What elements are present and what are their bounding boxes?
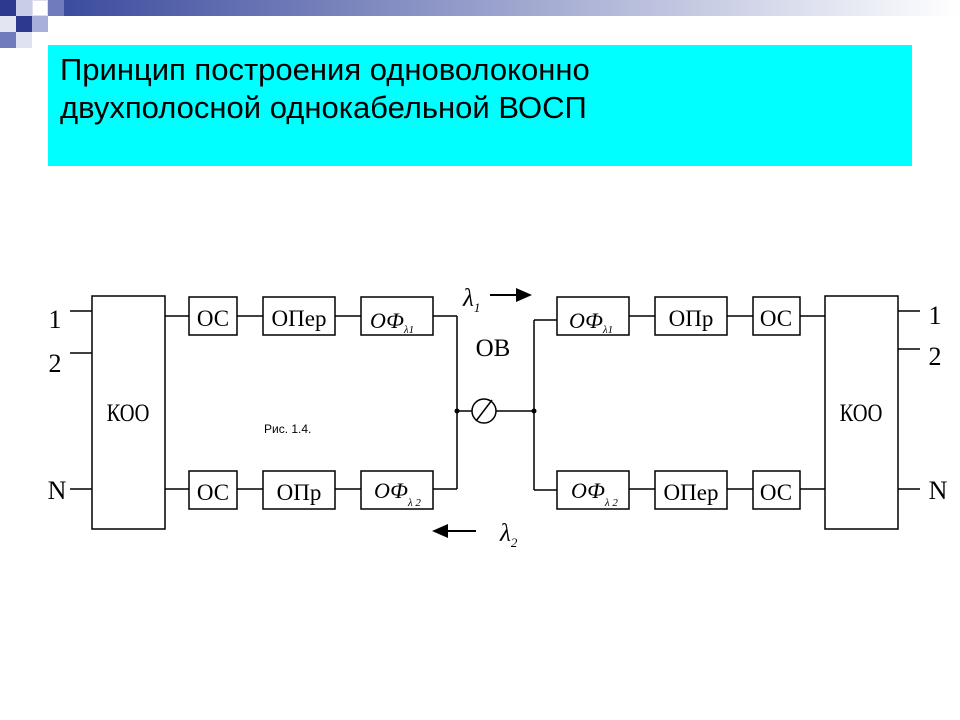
- left-top-os-block: [188, 296, 238, 336]
- right-bottom-oper-block: [654, 470, 728, 510]
- decor-square: [48, 0, 64, 16]
- right-bottom-oper-label: ОПер: [664, 480, 719, 505]
- decor-square: [0, 32, 16, 48]
- right-top-of-label: ОФλ1: [569, 308, 613, 336]
- title-banner: Принцип построения одноволоконно двухпол…: [48, 45, 912, 166]
- decor-square: [32, 0, 48, 16]
- lambda1-arrow-icon: [516, 288, 532, 302]
- right-bottom-of-label: ОФλ 2: [571, 478, 618, 509]
- left-port-label-2: 2: [49, 349, 62, 378]
- right-top-opr-label: ОПр: [669, 306, 714, 331]
- right-top-os-label: ОС: [760, 306, 792, 331]
- left-top-os-label: ОС: [197, 306, 229, 331]
- right-bottom-os-block: [752, 470, 801, 510]
- lambda2-arrow-icon: [432, 524, 448, 538]
- right-koo-block: [824, 295, 899, 530]
- decor-square: [32, 16, 48, 32]
- right-port-label-1: 1: [929, 301, 942, 330]
- junction-dot: [531, 408, 537, 414]
- right-port-label-n: N: [929, 476, 948, 505]
- decor-square: [16, 16, 32, 32]
- junction-dot: [454, 408, 460, 414]
- right-port-label-2: 2: [929, 342, 942, 371]
- header-gradient-bar: [64, 0, 960, 16]
- left-koo-block: [91, 295, 166, 530]
- left-bottom-opr-block: [262, 470, 336, 510]
- figure-caption: Рис. 1.4.: [264, 422, 311, 436]
- left-top-oper-label: ОПер: [272, 306, 327, 331]
- right-koo-label: КОО: [840, 399, 883, 426]
- left-bottom-opr-label: ОПр: [277, 480, 322, 505]
- decor-square: [16, 32, 32, 48]
- right-bottom-of-block: [556, 470, 630, 510]
- decor-square: [0, 0, 16, 16]
- decor-square: [16, 0, 32, 16]
- right-bottom-os-label: ОС: [760, 480, 792, 505]
- left-port-label-1: 1: [49, 305, 62, 334]
- lambda2-label: λ2: [499, 520, 518, 550]
- left-bottom-os-block: [188, 470, 238, 510]
- slide-title-line-1: Принцип построения одноволоконно: [60, 52, 590, 87]
- left-bottom-of-block: [360, 470, 434, 510]
- right-top-os-block: [752, 296, 801, 336]
- left-bottom-of-label: ОФλ 2: [374, 478, 421, 509]
- right-top-of-block: [556, 296, 630, 336]
- left-port-label-n: N: [48, 476, 67, 505]
- left-top-of-label: ОФλ1: [370, 308, 414, 336]
- left-bottom-os-label: ОС: [197, 480, 229, 505]
- slide-decoration: [0, 0, 960, 48]
- left-top-oper-block: [262, 296, 336, 336]
- slide-title: Принцип построения одноволоконно двухпол…: [60, 51, 590, 127]
- left-koo-label: КОО: [107, 399, 150, 426]
- left-top-of-block: [360, 296, 434, 336]
- decor-square: [0, 16, 16, 32]
- lambda1-label: λ1: [462, 285, 480, 315]
- fiber-label: ОВ: [476, 335, 511, 362]
- slide-title-line-2: двухполосной однокабельной ВОСП: [60, 90, 587, 125]
